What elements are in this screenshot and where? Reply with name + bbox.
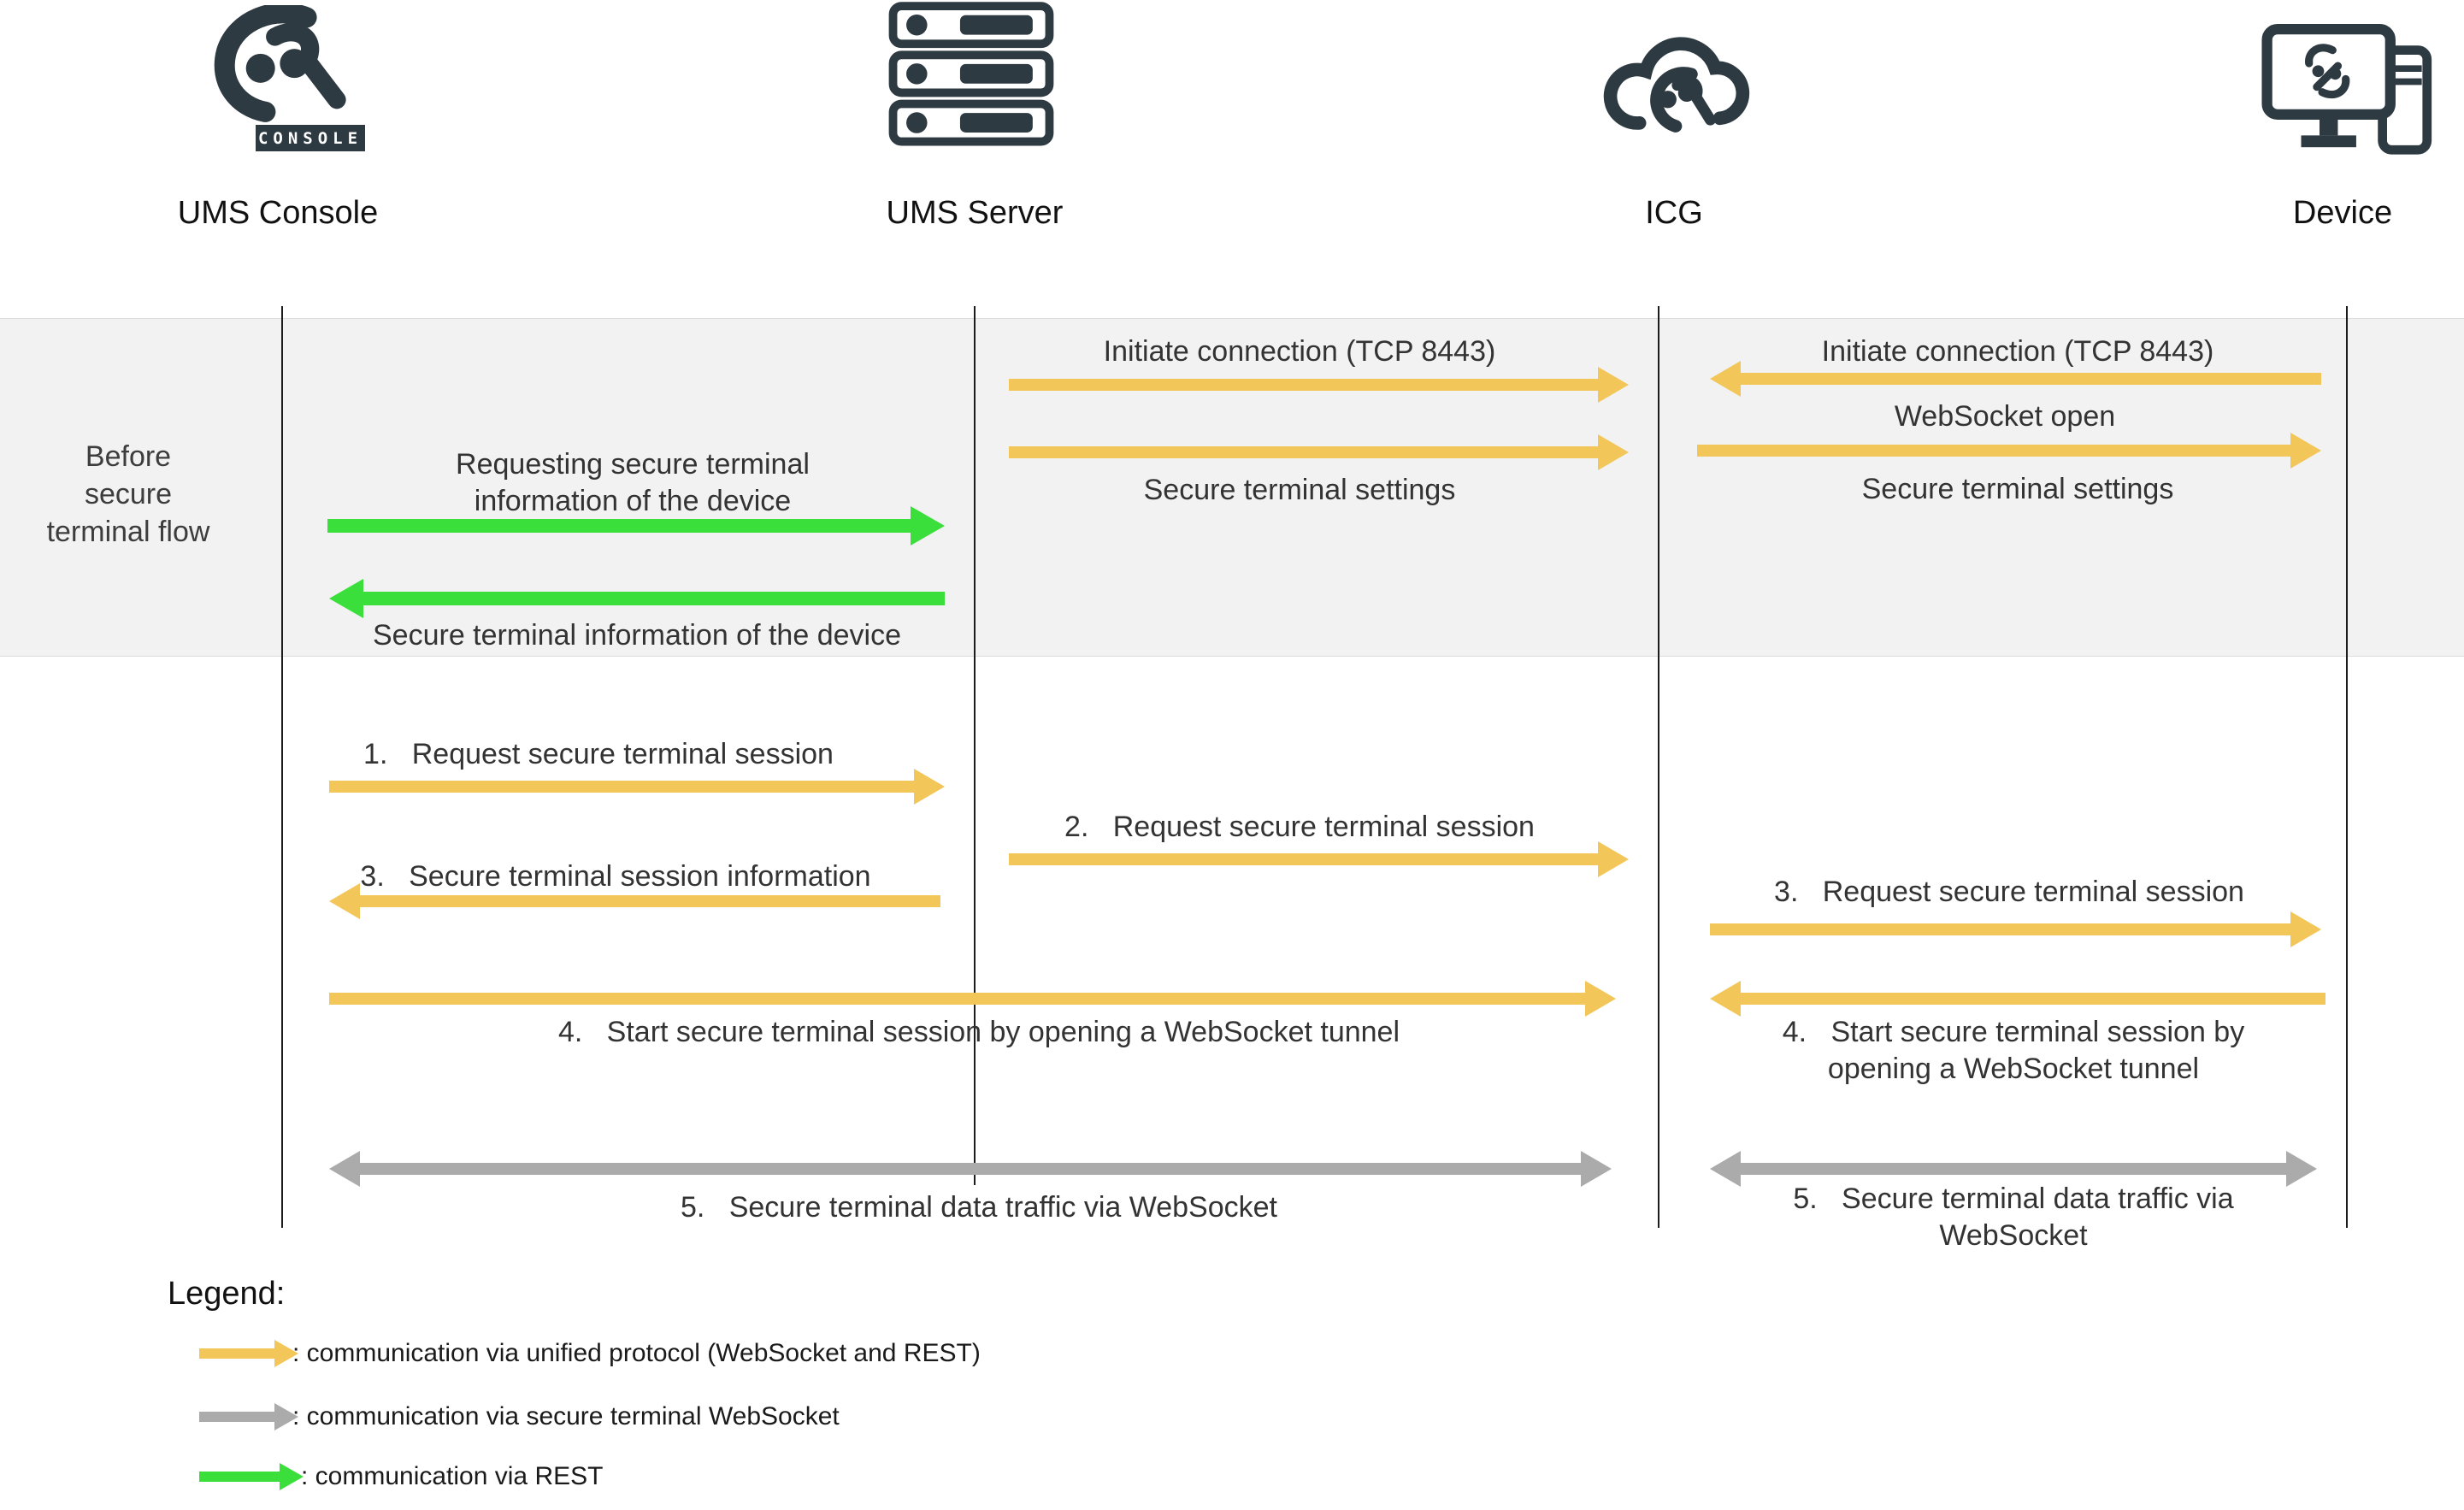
msg-step5-left: 5. Secure terminal data traffic via WebS… bbox=[681, 1191, 1277, 1224]
actor-label-ums-server: UMS Server bbox=[886, 195, 1064, 231]
arrow-step3-server-to-console bbox=[329, 882, 940, 921]
ums-console-logo-icon bbox=[214, 5, 346, 122]
legend-item-unified-protocol: : communication via unified protocol (We… bbox=[292, 1339, 981, 1367]
msg-step2: 2. Request secure terminal session bbox=[1064, 811, 1535, 843]
msg-server-icg-initiate-connection: Initiate connection (TCP 8443) bbox=[1103, 335, 1496, 368]
msg-step4-right: 4. Start secure terminal session by open… bbox=[1782, 1016, 2245, 1085]
arrow-step4-console-to-icg bbox=[329, 979, 1616, 1018]
msg-step5-right: 5. Secure terminal data traffic via WebS… bbox=[1793, 1183, 2234, 1252]
lifeline-ums-server bbox=[974, 306, 976, 1185]
arrow-step3-icg-to-device bbox=[1710, 910, 2321, 949]
before-flow-row-label: Before secure terminal flow bbox=[46, 440, 210, 548]
msg-secure-terminal-info-of-device: Secure terminal information of the devic… bbox=[373, 619, 901, 652]
actor-label-ums-console: UMS Console bbox=[177, 195, 379, 231]
device-workstation-icon bbox=[2261, 24, 2432, 155]
msg-websocket-open: WebSocket open bbox=[1894, 400, 2116, 433]
arrow-console-to-server-request-info bbox=[327, 506, 945, 546]
msg-step3-left: 3. Secure terminal session information bbox=[360, 860, 871, 893]
arrow-step5-console-icg-bidirectional bbox=[329, 1149, 1612, 1189]
msg-step4-left: 4. Start secure terminal session by open… bbox=[557, 1016, 1400, 1048]
arrow-icg-to-device-websocket-open bbox=[1697, 431, 2321, 470]
arrow-step5-icg-device-bidirectional bbox=[1710, 1149, 2317, 1189]
arrow-step1-console-to-server bbox=[329, 767, 945, 806]
lifeline-device bbox=[2346, 306, 2348, 1228]
console-badge: CONSOLE bbox=[256, 125, 365, 151]
msg-server-icg-secure-terminal-settings: Secure terminal settings bbox=[1143, 474, 1456, 506]
arrow-device-to-icg-initiate bbox=[1710, 359, 2321, 398]
server-stack-icon bbox=[888, 2, 1054, 146]
arrow-step4-device-to-icg bbox=[1710, 979, 2325, 1018]
legend-title: Legend: bbox=[168, 1276, 286, 1312]
legend-item-secure-terminal-websocket: : communication via secure terminal WebS… bbox=[292, 1402, 840, 1430]
legend-yellow-arrow-icon bbox=[199, 1339, 298, 1368]
lifeline-icg bbox=[1658, 306, 1659, 1228]
arrow-server-to-icg-initiate bbox=[1009, 365, 1629, 404]
arrow-step2-server-to-icg bbox=[1009, 840, 1629, 879]
legend-item-rest: : communication via REST bbox=[301, 1462, 604, 1490]
arrow-server-to-icg-settings bbox=[1009, 433, 1629, 472]
msg-device-icg-secure-terminal-settings: Secure terminal settings bbox=[1861, 473, 2174, 505]
msg-step1: 1. Request secure terminal session bbox=[363, 738, 834, 770]
actor-label-device: Device bbox=[2292, 195, 2393, 231]
lifeline-ums-console bbox=[281, 306, 283, 1228]
legend-gray-arrow-icon bbox=[199, 1402, 298, 1431]
msg-step3-right: 3. Request secure terminal session bbox=[1774, 876, 2244, 908]
arrow-server-to-console-info-response bbox=[329, 579, 945, 618]
msg-requesting-secure-terminal-info: Requesting secure terminal information o… bbox=[456, 448, 810, 517]
icg-cloud-icon bbox=[1603, 37, 1750, 133]
msg-device-icg-initiate-connection: Initiate connection (TCP 8443) bbox=[1821, 335, 2214, 368]
legend-green-arrow-icon bbox=[199, 1462, 304, 1491]
actor-label-icg: ICG bbox=[1645, 195, 1703, 231]
